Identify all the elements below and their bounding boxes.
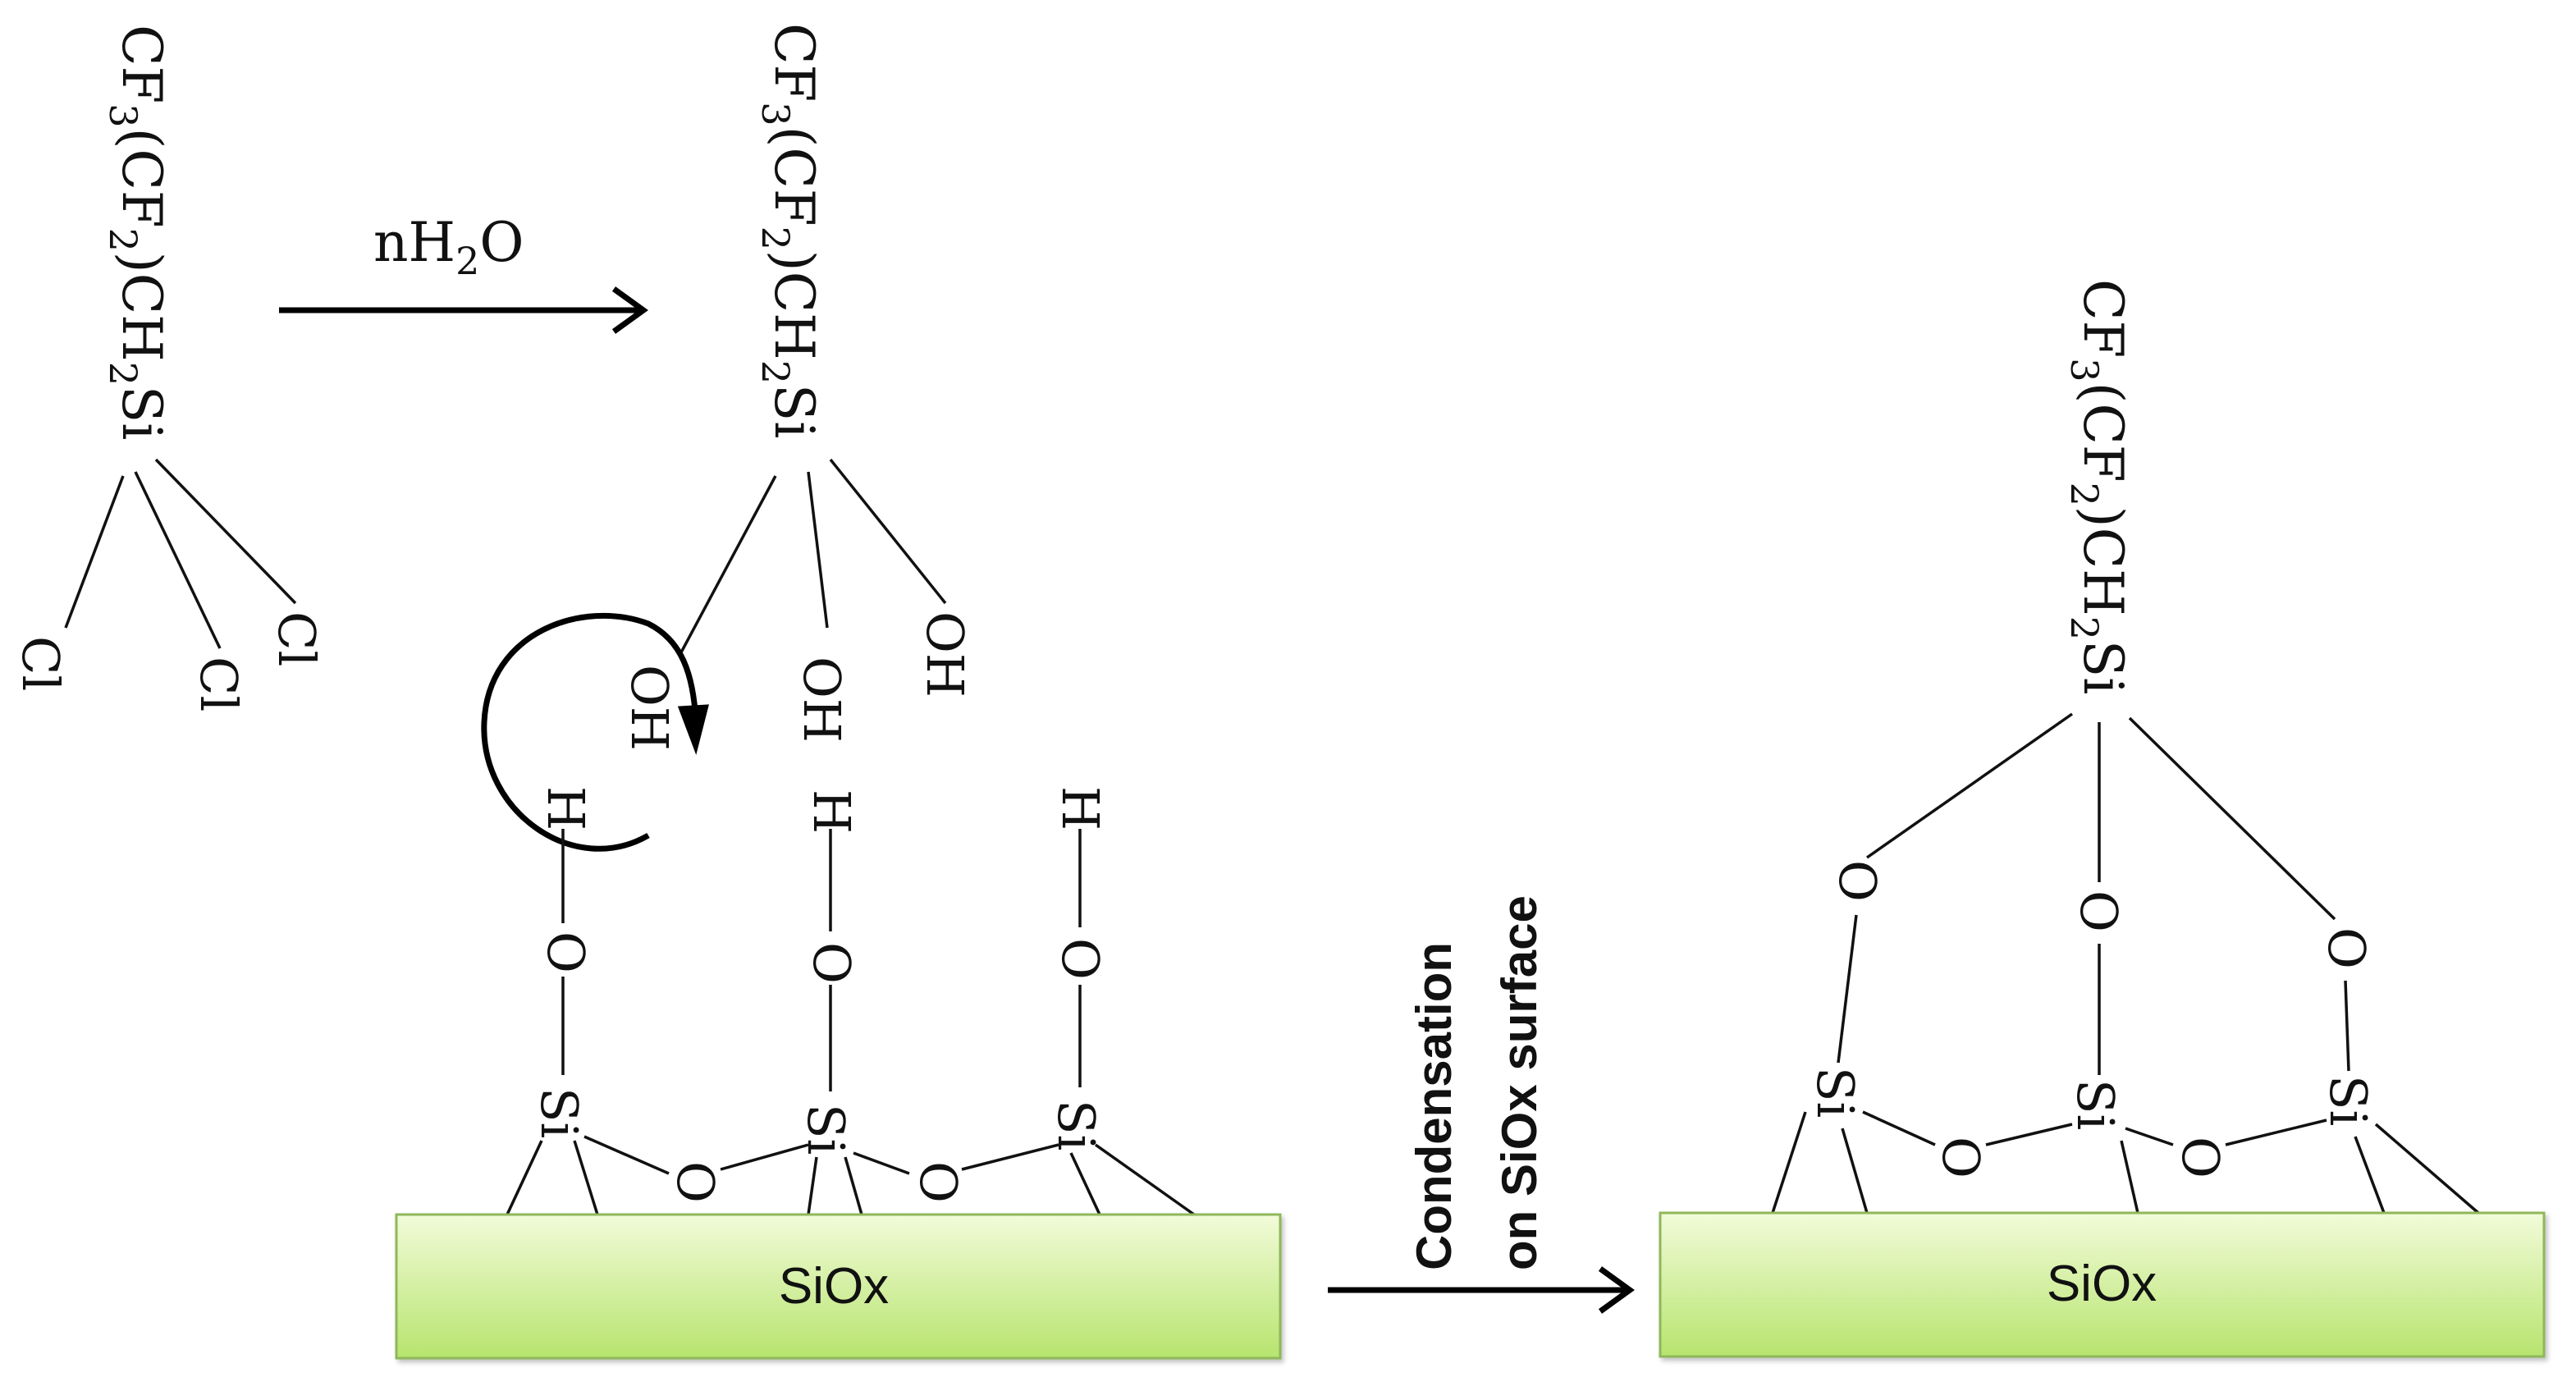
si-o-bridge-bond: [1985, 1123, 2073, 1146]
silicon-label: Si: [796, 1104, 856, 1155]
si-o-bridge-bond: [961, 1143, 1059, 1171]
anchor-oxygen-label: O: [1828, 860, 1887, 902]
o-si-bond: [1837, 914, 1858, 1064]
si-oh-bond: [679, 475, 777, 653]
silicon-label: Si: [529, 1087, 589, 1138]
si-cl-bond: [134, 471, 222, 649]
oxygen-label: O: [802, 942, 862, 984]
chlorine-label: Cl: [11, 636, 71, 691]
hydroxyl-label: OH: [620, 665, 679, 751]
hydrogen-label: H: [802, 789, 862, 834]
si-o-bridge-bond: [720, 1143, 809, 1171]
si-oh-bond: [807, 471, 829, 629]
si-substrate-bond: [2374, 1123, 2480, 1215]
si-o-bridge-bond: [2125, 1127, 2174, 1146]
si-substrate-bond: [2354, 1136, 2386, 1214]
siox-substrate-product-label: SiOx: [2047, 1256, 2157, 1312]
surface-silicon-label: Si: [1805, 1067, 1865, 1118]
curved-arrowhead: [677, 704, 709, 755]
anchor-oxygen-label: O: [2317, 927, 2377, 969]
hydrolysis-arrowhead: [611, 286, 648, 334]
hydrolysis-step: nH2O: [279, 211, 648, 334]
curved-reaction-arrow: [481, 612, 709, 852]
surface-silicon-label: Si: [2318, 1075, 2378, 1126]
silicon-label: Si: [1046, 1100, 1106, 1151]
silanol-molecule: CF3(CF2)CH2Si OH OH OH: [620, 23, 975, 751]
condensation-label-line2: on SiOx surface: [1492, 895, 1547, 1270]
si-substrate-bond: [573, 1140, 599, 1215]
hydrogen-label: H: [1050, 786, 1110, 830]
oxygen-label: O: [1050, 938, 1110, 980]
anchor-oxygen-label: O: [2069, 890, 2129, 932]
siox-substrate-label: SiOx: [779, 1258, 889, 1315]
si-cl-bond: [64, 475, 125, 629]
si-o-bridge-bond: [583, 1135, 670, 1175]
silanol-chain: CF3(CF2)CH2Si: [753, 23, 826, 438]
hydroxyl-label: OH: [792, 657, 852, 743]
siox-substrate: [395, 1213, 1282, 1360]
hydroxyl-label: OH: [915, 611, 975, 698]
product-chain: CF3(CF2)CH2Si: [2062, 279, 2134, 694]
siox-substrate-product: [1659, 1211, 2546, 1358]
chlorine-label: Cl: [189, 657, 249, 711]
reactant-chain: CF3(CF2)CH2Si: [101, 25, 173, 440]
bridge-oxygen-label: O: [2171, 1137, 2231, 1178]
si-oh-bond: [829, 458, 947, 605]
si-o-bridge-bond: [853, 1151, 910, 1175]
si-substrate-bond: [1771, 1111, 1807, 1214]
oxygen-label: O: [536, 931, 596, 973]
si-cl-bond: [154, 458, 297, 605]
si-o-bridge-bond: [2225, 1119, 2327, 1146]
si-substrate-bond: [506, 1140, 543, 1215]
si-substrate-bond: [844, 1156, 863, 1215]
condensation-label-line1: Condensation: [1407, 942, 1462, 1270]
si-substrate-bond: [1094, 1143, 1196, 1216]
si-substrate-bond: [807, 1156, 818, 1215]
bridge-oxygen-label: O: [666, 1161, 725, 1203]
product-structure: CF3(CF2)CH2Si O O O Si Si Si O O SiOx: [1659, 279, 2546, 1358]
si-substrate-bond: [2120, 1140, 2139, 1214]
left-surface: H H H O O O Si Si Si O O SiOx: [395, 786, 1282, 1360]
chlorine-label: Cl: [267, 611, 327, 666]
surface-silicon-label: Si: [2066, 1079, 2125, 1130]
reactant-molecule: CF3(CF2)CH2Si Cl Cl Cl: [11, 25, 327, 711]
hydrogen-label: H: [536, 786, 596, 830]
bridge-oxygen-label: O: [908, 1161, 968, 1203]
bridge-oxygen-label: O: [1931, 1137, 1991, 1178]
condensation-arrowhead: [1598, 1266, 1635, 1314]
si-substrate-bond: [1069, 1152, 1101, 1215]
condensation-step: Condensation on SiOx surface: [1328, 895, 1635, 1314]
si-o-bond: [1865, 712, 2074, 859]
si-o-bridge-bond: [1862, 1110, 1936, 1146]
water-reagent-label: nH2O: [373, 211, 524, 283]
si-o-bond: [2128, 716, 2336, 921]
si-substrate-bond: [1841, 1128, 1869, 1214]
o-si-bond: [2344, 980, 2350, 1072]
